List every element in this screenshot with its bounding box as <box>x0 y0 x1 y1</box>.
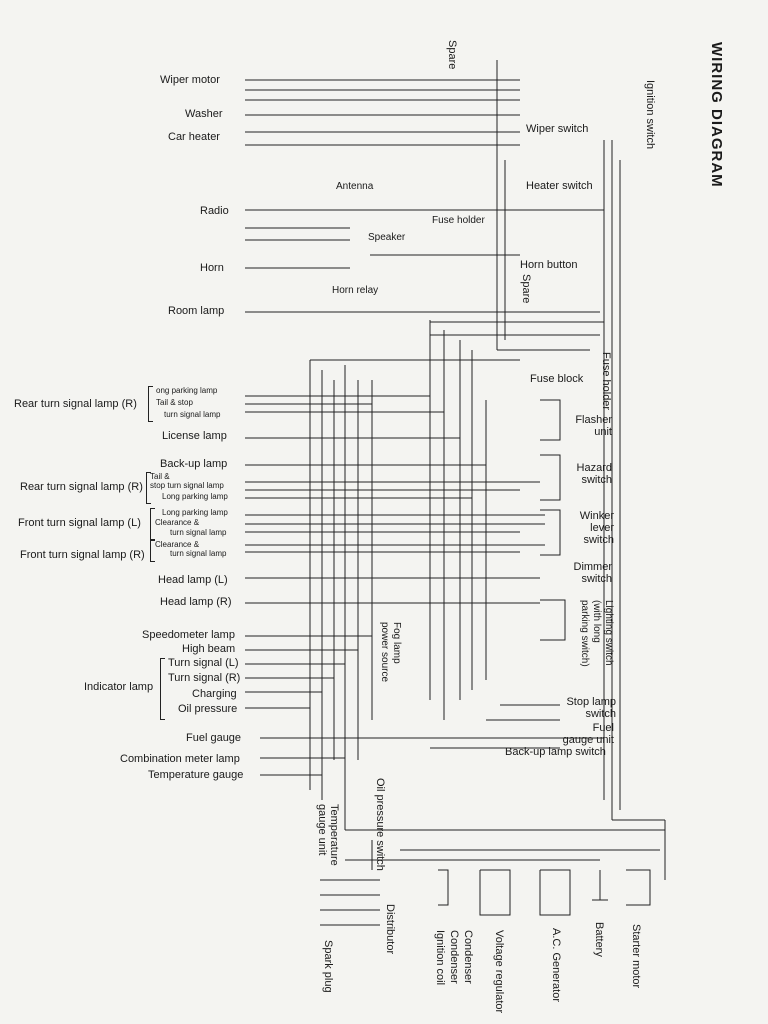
label-turn-signal-lamp: turn signal lamp <box>164 410 221 419</box>
label-turn-signal-2: turn signal lamp <box>170 528 227 537</box>
label-speaker: Speaker <box>368 232 406 243</box>
label-turn-signal-3: turn signal lamp <box>170 549 227 558</box>
label-winker-lever-switch: Winker lever switch <box>579 510 614 546</box>
label-hazard-switch: Hazard switch <box>576 462 612 486</box>
label-voltage-regulator: Voltage regulator <box>493 930 505 1014</box>
label-radio: Radio <box>200 205 229 217</box>
label-tail-amp: Tail & <box>150 472 170 481</box>
label-long-parking-3: Long parking lamp <box>162 508 228 517</box>
label-high-beam: High beam <box>182 643 236 655</box>
label-license-lamp: License lamp <box>162 430 227 442</box>
label-oil-pressure: Oil pressure <box>178 703 238 715</box>
label-fuel-gauge-unit: Fuel gauge unit <box>562 722 614 746</box>
label-ignition-switch: Ignition switch <box>644 80 656 150</box>
label-room-lamp: Room lamp <box>168 305 225 317</box>
label-fuel-gauge: Fuel gauge <box>186 732 242 744</box>
label-turn-signal-l: Turn signal (L) <box>168 657 239 669</box>
diagram-title: WIRING DIAGRAM <box>708 42 725 188</box>
label-spare-mid: Spare <box>520 274 532 304</box>
label-ac-generator: A.C. Generator <box>550 928 562 1002</box>
label-backup-lamp-switch: Back-up lamp switch <box>505 746 606 758</box>
label-clearance-2: Clearance & <box>155 540 200 549</box>
brace <box>146 472 151 504</box>
label-wiper-motor: Wiper motor <box>160 74 220 86</box>
label-front-turn-l: Front turn signal lamp (L) <box>18 517 141 529</box>
label-condenser-1: Condenser <box>448 930 460 984</box>
label-horn-relay: Horn relay <box>332 285 379 296</box>
label-backup-lamp: Back-up lamp <box>160 458 228 470</box>
label-rear-turn-r2: Rear turn signal lamp (R) <box>20 481 143 493</box>
label-indicator-lamp: Indicator lamp <box>84 681 154 693</box>
brace <box>160 658 165 720</box>
label-charging: Charging <box>192 688 237 700</box>
label-starter-motor: Starter motor <box>630 924 642 989</box>
label-temperature-gauge: Temperature gauge <box>148 769 244 781</box>
label-rear-turn-r: Rear turn signal lamp (R) <box>14 398 137 410</box>
label-head-lamp-r: Head lamp (R) <box>160 596 232 608</box>
label-clearance-1: Clearance & <box>155 518 200 527</box>
label-head-lamp-l: Head lamp (L) <box>158 574 228 586</box>
label-spare-top: Spare <box>446 40 458 70</box>
label-turn-signal-r: Turn signal (R) <box>168 672 241 684</box>
label-battery: Battery <box>593 922 605 957</box>
label-ignition-coil: Ignition coil <box>434 930 446 986</box>
label-fuse-holder-right: Fuse holder <box>600 352 612 411</box>
label-dimmer-switch: Dimmer switch <box>573 561 613 585</box>
label-horn: Horn <box>200 262 224 274</box>
label-speedometer-lamp: Speedometer lamp <box>142 629 235 641</box>
label-antenna: Antenna <box>336 181 374 192</box>
label-tail-stop: Tail & stop <box>156 398 193 407</box>
label-temperature-gauge-unit: Temperature gauge unit <box>316 804 340 866</box>
label-long-parking-2: Long parking lamp <box>162 492 228 501</box>
label-combination-meter-lamp: Combination meter lamp <box>120 753 240 765</box>
label-stop-lamp-switch: Stop lamp switch <box>566 696 616 720</box>
label-lighting-switch: Lighting switch (with long parking switc… <box>579 600 614 667</box>
label-wiper-switch: Wiper switch <box>526 123 589 135</box>
brace <box>150 508 155 540</box>
brace <box>150 540 155 562</box>
label-front-turn-r: Front turn signal lamp (R) <box>20 549 145 561</box>
label-fuse-holder: Fuse holder <box>432 215 485 226</box>
label-car-heater: Car heater <box>168 131 220 143</box>
label-oil-pressure-switch: Oil pressure switch <box>374 778 386 871</box>
label-long-parking-1: ong parking lamp <box>156 386 218 395</box>
label-stop-turn: stop turn signal lamp <box>150 481 224 490</box>
label-spark-plug: Spark plug <box>322 940 334 993</box>
label-horn-button: Horn button <box>520 259 578 271</box>
label-fuse-block: Fuse block <box>530 373 584 385</box>
label-distributor: Distributor <box>384 904 396 955</box>
label-washer: Washer <box>185 108 223 120</box>
label-heater-switch: Heater switch <box>526 180 593 192</box>
brace <box>148 386 153 422</box>
label-flasher-unit: Flasher unit <box>575 414 612 438</box>
label-fog-lamp-power-source: Fog lamp power source <box>379 622 402 683</box>
label-condenser-2: Condenser <box>462 930 474 984</box>
